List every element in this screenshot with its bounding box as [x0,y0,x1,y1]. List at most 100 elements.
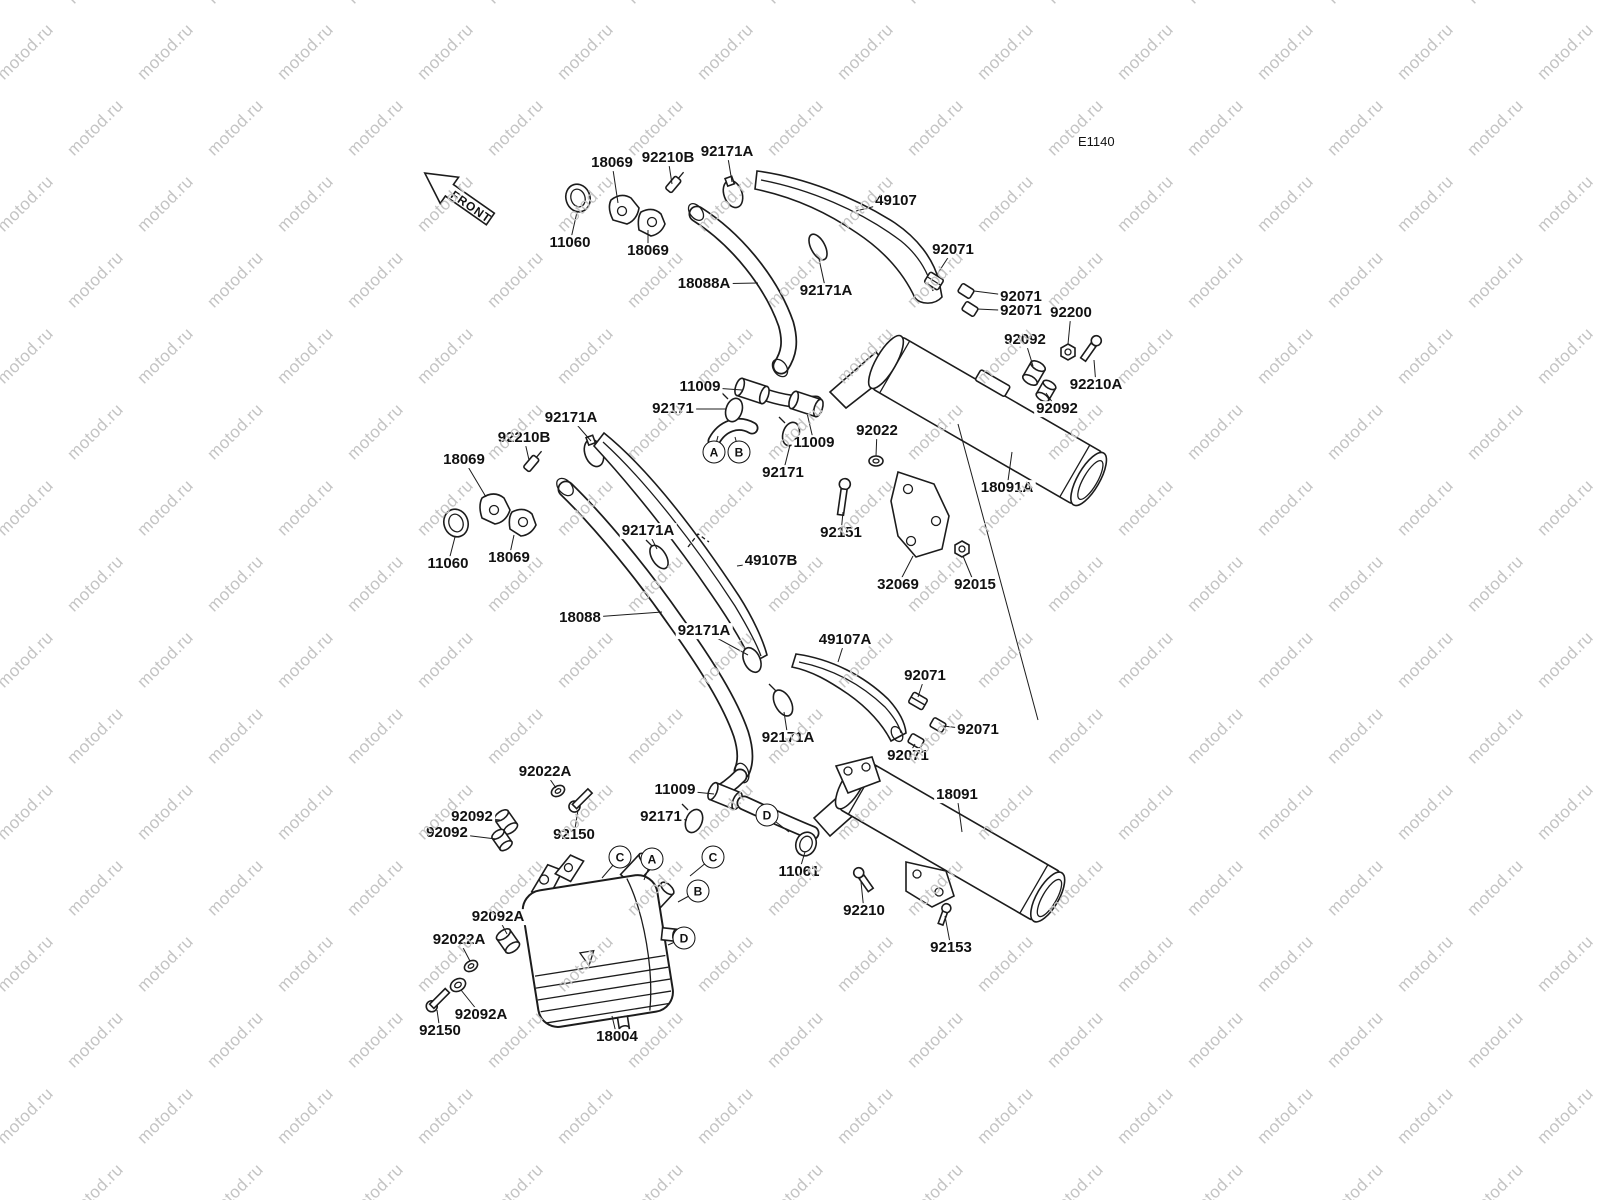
bolt-92151 [836,477,852,517]
part-number-label-92092: 92092 [449,808,495,826]
gasket-11060-rear [442,508,470,538]
clamp-92171-a [721,392,744,423]
gasket-11061 [794,831,818,857]
part-number-label-18069: 18069 [486,549,532,567]
clamp-92171A-pipe-end [738,642,762,674]
diagram-code: E1140 [1076,134,1117,149]
joint-sleeve-11009-a [734,377,770,405]
part-number-label-92071: 92071 [998,288,1044,306]
part-number-label-11060: 11060 [547,234,593,252]
part-number-label-92210: 92210 [841,902,887,920]
part-number-label-18088a: 18088A [675,275,733,293]
clamp-92171-c [681,803,704,834]
part-number-label-18088: 18088 [557,609,603,627]
part-number-label-92171: 92171 [650,400,696,418]
part-number-label-11061: 11061 [776,863,822,881]
part-number-label-92015: 92015 [952,576,998,594]
part-number-label-49107b: 49107B [742,552,800,570]
part-number-label-92171a: 92171A [619,522,677,540]
damper-92071-a [923,271,945,291]
joint-sleeve-11009-b [788,390,824,418]
clamp-92171A-top [722,175,744,209]
holder-18069-top [608,194,666,237]
damper-92092A-upper [495,928,521,954]
part-number-label-92092: 92092 [424,824,470,842]
damper-92092-upper-a [1021,359,1047,387]
connection-callout-b: B [686,879,710,903]
connection-callout-c: C [701,845,725,869]
nut-92015 [954,540,970,558]
clamp-92171A-lower [768,683,794,717]
washer-92092A-lower [449,977,467,993]
bolt-92210 [852,866,875,893]
part-number-label-18091: 18091 [934,786,980,804]
connection-callout-d: D [672,926,696,950]
part-number-label-92071: 92071 [998,302,1044,320]
part-number-label-92171a: 92171A [797,282,855,300]
part-number-label-92171a: 92171A [675,622,733,640]
part-number-label-11009: 11009 [791,434,837,452]
heat-shield-49107A [790,653,907,743]
part-number-label-18069: 18069 [589,154,635,172]
part-number-label-92210a: 92210A [1067,376,1125,394]
part-number-label-92092a: 92092A [452,1006,510,1024]
connection-callout-b: B [727,440,751,464]
part-number-label-92092: 92092 [1002,331,1048,349]
part-number-label-92092: 92092 [1034,400,1080,418]
part-number-label-92071: 92071 [902,667,948,685]
inlet-pipe-18091 [736,795,820,841]
part-number-label-92071: 92071 [885,747,931,765]
part-number-label-92022a: 92022A [516,763,574,781]
part-number-label-49107: 49107 [873,192,919,210]
hanger-bracket-18091-front [834,756,882,795]
hidden-edge-line [687,533,710,548]
damper-92071-c [961,301,979,317]
damper-92071-e [929,717,947,733]
part-number-label-92171a: 92171A [542,409,600,427]
gasket-11060-top [564,183,592,213]
damper-92071-d [908,691,928,711]
clamp-92171A-mid [645,539,669,570]
connection-callout-c: C [608,845,632,869]
heat-shield-49107 [754,170,943,304]
part-number-label-32069: 32069 [875,576,921,594]
part-number-label-92150: 92150 [551,826,597,844]
part-number-label-18091a: 18091A [978,479,1036,497]
connection-callout-a: A [640,847,664,871]
bracket-32069 [890,470,950,558]
screw-92153 [937,902,952,927]
damper-92092-left-b [491,828,513,852]
bolt-92150-lower [425,987,451,1013]
damper-92071-b [957,283,975,299]
bracket-18091-under [905,861,955,908]
bolt-92150-upper [568,787,594,813]
reference-line [957,423,1039,721]
part-number-label-11009: 11009 [677,378,723,396]
part-number-label-92171a: 92171A [759,729,817,747]
part-number-label-49107a: 49107A [816,631,874,649]
exhaust-pipe-18088A [687,203,798,378]
part-number-label-18069: 18069 [441,451,487,469]
triangle-mark [578,949,595,968]
junction-pipe [707,418,759,448]
clamp-bolt-92210B-rear [523,450,543,473]
part-number-label-92210b: 92210B [495,429,553,447]
part-number-label-11009: 11009 [652,781,698,799]
bolt-92210A [1079,334,1103,363]
part-number-label-92200: 92200 [1048,304,1094,322]
part-number-label-92071: 92071 [955,721,1001,739]
damper-92092-upper-b [1035,379,1057,403]
connection-callout-a: A [702,440,726,464]
part-number-label-18069: 18069 [625,242,671,260]
part-number-label-92092a: 92092A [469,908,527,926]
part-number-label-92171: 92171 [760,464,806,482]
part-number-label-92210b: 92210B [639,149,697,167]
washer-92022A-lower [463,959,479,973]
part-number-label-92151: 92151 [818,524,864,542]
muffler-18091A [867,334,1108,507]
part-number-label-92171: 92171 [638,808,684,826]
part-number-label-92171a: 92171A [698,143,756,161]
part-number-label-18004: 18004 [594,1028,640,1046]
